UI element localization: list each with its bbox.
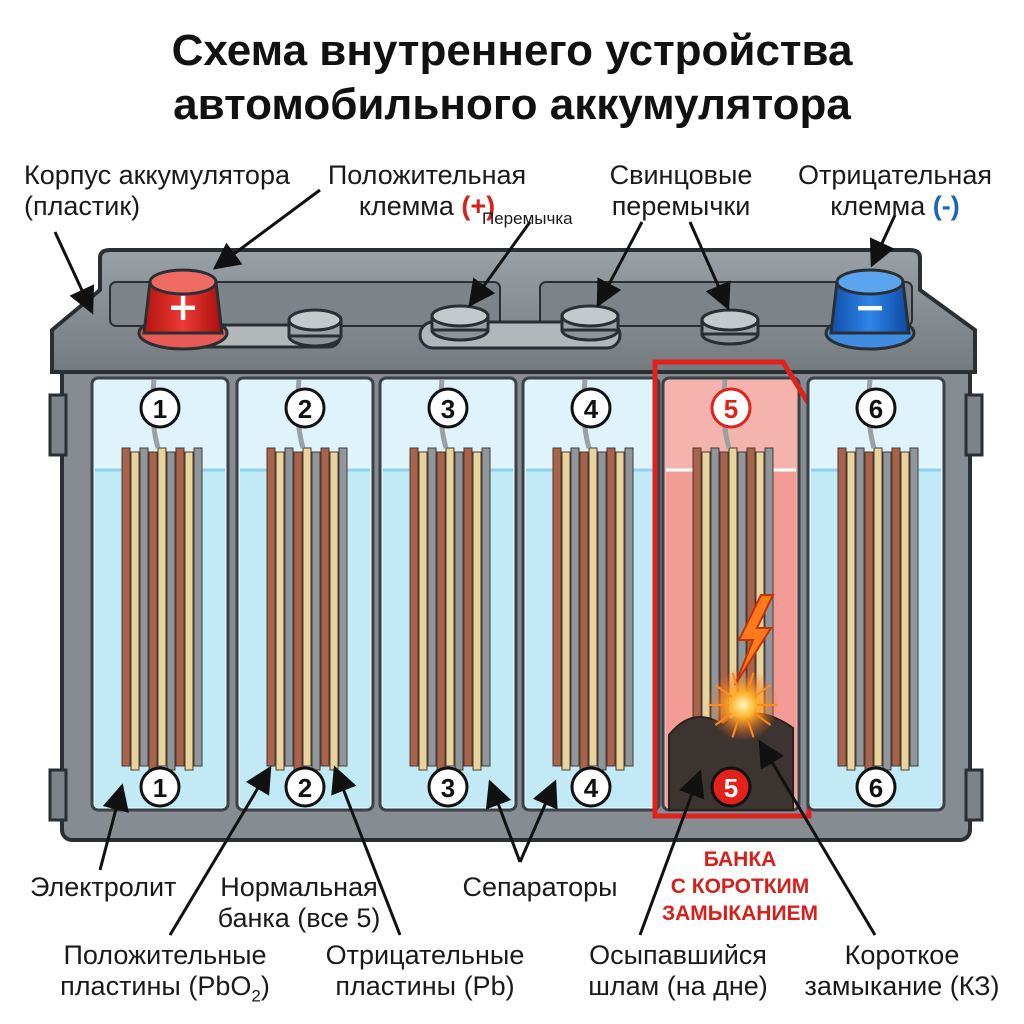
cell-number-bottom: 3	[441, 773, 455, 803]
cell-number-bottom-badge	[855, 766, 897, 808]
lightning-icon	[734, 594, 775, 686]
cell-number-top-badge	[427, 387, 469, 429]
cell-number-top-badge	[570, 387, 612, 429]
cell-5: 55	[652, 359, 812, 819]
cell-number-bottom: 2	[298, 773, 312, 803]
cell-number-bottom-badge	[710, 766, 752, 808]
cell-number-top: 6	[869, 394, 883, 424]
negative-terminal-label: Отрицательная клемма (-)	[798, 160, 992, 221]
cell-number-top-badge	[139, 387, 181, 429]
cell-number-bottom: 5	[724, 773, 738, 803]
separators-label: Сепараторы	[462, 872, 618, 902]
electrolyte-label: Электролит	[30, 872, 177, 902]
cell-2: 22	[235, 376, 375, 812]
cell-3: 33	[378, 376, 518, 812]
cell-number-top-badge	[855, 387, 897, 429]
cell-number-top: 4	[584, 394, 599, 424]
cell-number-top: 5	[724, 394, 738, 424]
short-circuit-label: Короткое замыкание (КЗ)	[804, 940, 1000, 1001]
cell-number-bottom-badge	[570, 766, 612, 808]
diagram-title-line1: Схема внутреннего устройства	[171, 26, 853, 75]
side-lug-left	[48, 393, 68, 457]
sludge-label: Осыпавшийся шлам (на дне)	[588, 940, 768, 1001]
jumper-small-label: Перемычка	[482, 209, 573, 228]
positive-terminal	[137, 268, 229, 351]
side-lug-right-bottom	[964, 768, 984, 822]
cell-number-top: 3	[441, 394, 455, 424]
positive-terminal-label: Положительная клемма (+)	[327, 160, 527, 221]
cell-number-bottom-badge	[427, 766, 469, 808]
cell-number-top: 2	[298, 394, 312, 424]
callout-arrows	[53, 188, 897, 936]
positive-plates-label: Положительные пластины (PbO2)	[60, 940, 270, 1006]
negative-plates-label: Отрицательные пластины (Pb)	[325, 940, 525, 1001]
cell-1: 11	[90, 376, 230, 812]
spark-glow	[707, 669, 779, 741]
negative-terminal	[824, 268, 916, 351]
cell-6: 66	[806, 376, 946, 812]
side-lug-right	[964, 393, 984, 457]
cell-4: 44	[521, 376, 661, 812]
positive-sign-text: (+)	[461, 191, 496, 221]
cell-number-bottom-badge	[139, 766, 181, 808]
cell-number-bottom: 4	[584, 773, 599, 803]
case-label: Корпус аккумулятора (пластик)	[24, 160, 290, 221]
plus-sign: +	[167, 285, 199, 329]
cell-number-bottom-badge	[284, 766, 326, 808]
side-lug-left-bottom	[48, 768, 68, 822]
cell-number-bottom: 1	[153, 773, 167, 803]
cell-number-top-badge	[710, 387, 752, 429]
lead-posts	[287, 304, 760, 348]
short-circuit-bank-label: БАНКА С КОРОТКИМ ЗАМЫКАНИЕМ	[661, 848, 819, 925]
diagram-title-line2: автомобильного аккумулятора	[173, 80, 851, 129]
normal-cell-label: Нормальная банка (все 5)	[217, 872, 381, 933]
cell-number-top-badge	[284, 387, 326, 429]
lead-jumpers-label: Свинцовые перемычки	[609, 160, 753, 221]
negative-sign-text: (-)	[932, 191, 960, 221]
minus-sign: −	[854, 285, 886, 329]
cell-number-top: 1	[153, 394, 167, 424]
cell-number-bottom: 6	[869, 773, 883, 803]
